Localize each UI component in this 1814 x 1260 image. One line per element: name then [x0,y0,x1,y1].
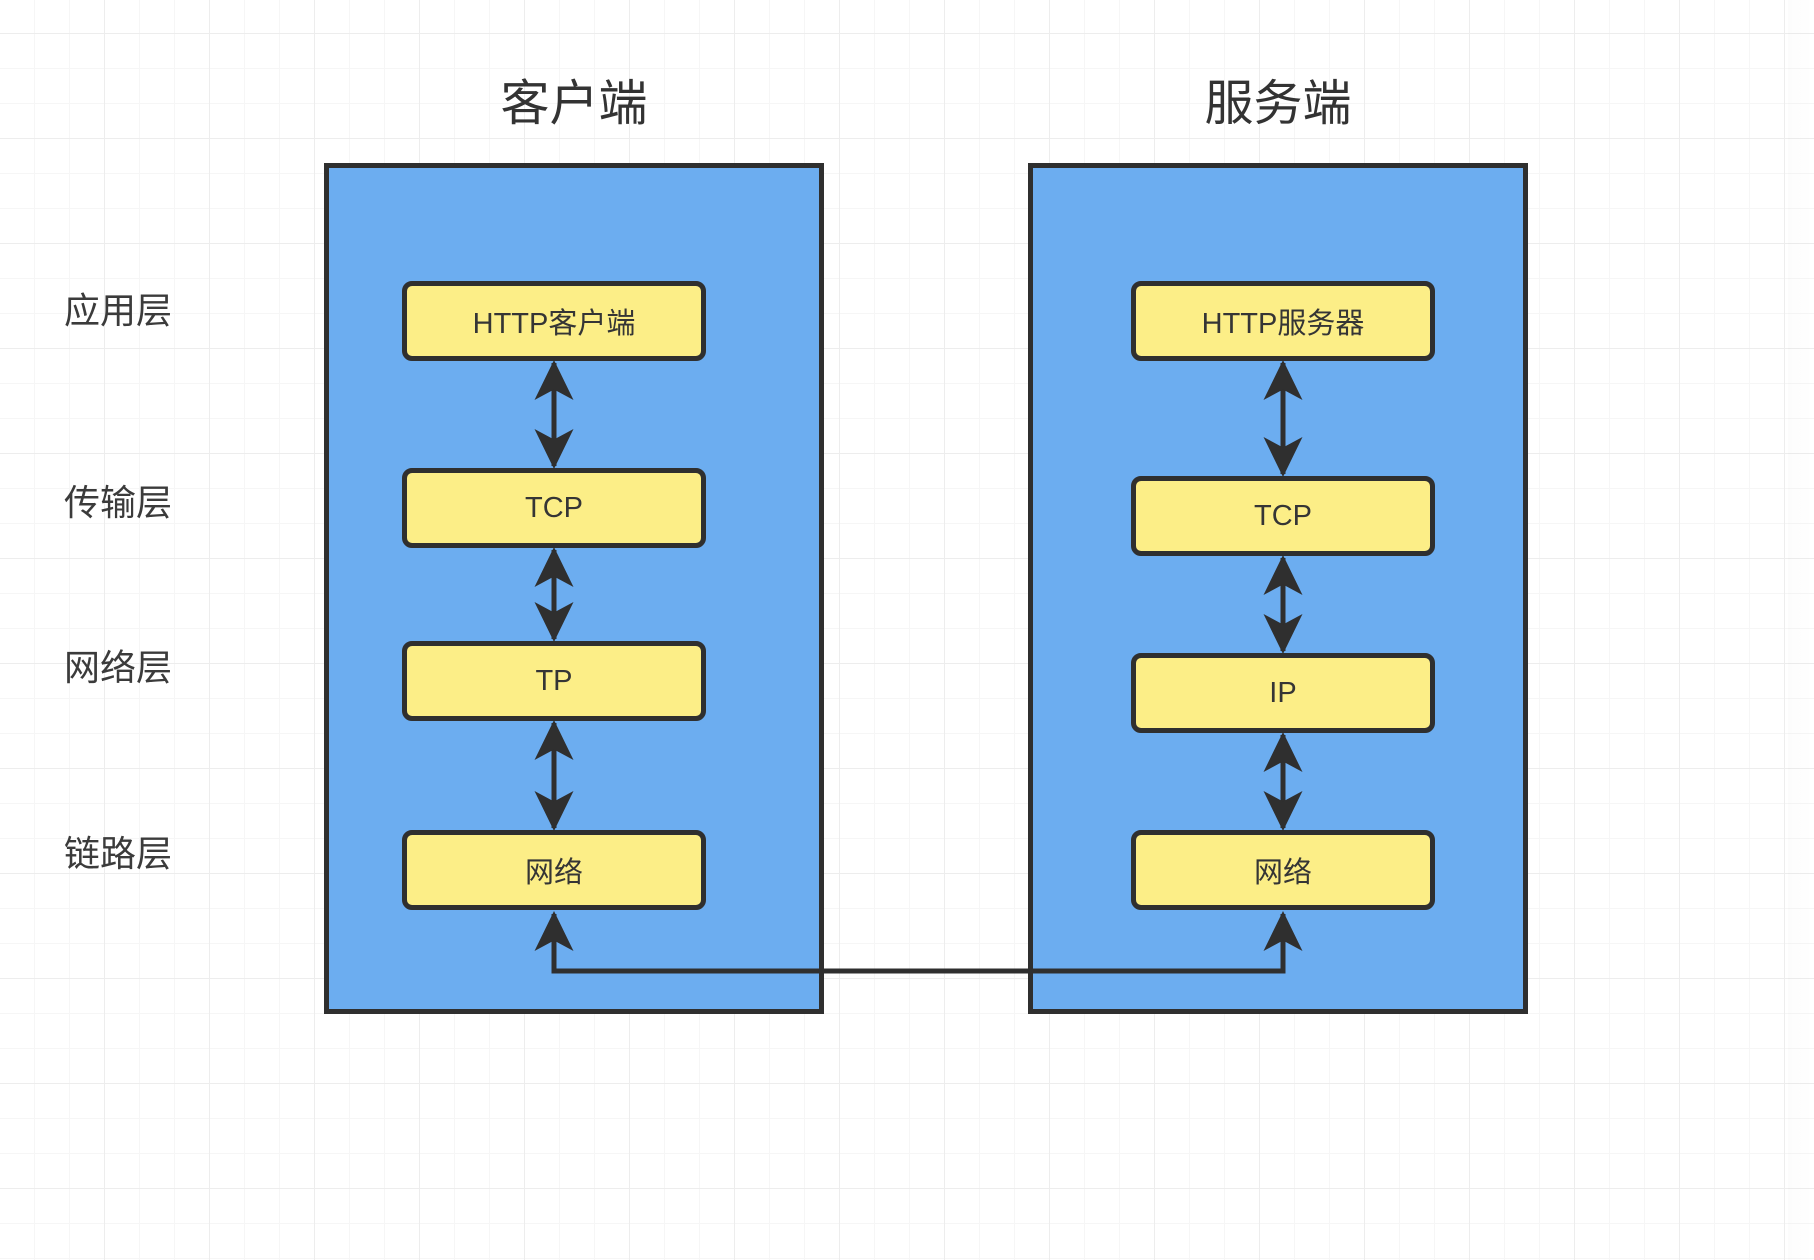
box-client-network[interactable]: TP [402,641,706,721]
box-client-application[interactable]: HTTP客户端 [402,281,706,361]
box-server-link[interactable]: 网络 [1131,830,1435,910]
box-client-transport[interactable]: TCP [402,468,706,548]
layer-label-link: 链路层 [64,833,173,874]
column-title-client: 客户端 [500,77,648,131]
box-server-network[interactable]: IP [1131,653,1435,733]
layer-label-transport: 传输层 [64,482,173,523]
layer-label-application: 应用层 [64,290,173,331]
layer-label-network: 网络层 [64,647,173,688]
right-edge-shading [1788,0,1814,1260]
box-client-link[interactable]: 网络 [402,830,706,910]
box-server-transport[interactable]: TCP [1131,476,1435,556]
box-server-application[interactable]: HTTP服务器 [1131,281,1435,361]
column-title-server: 服务端 [1204,77,1352,131]
